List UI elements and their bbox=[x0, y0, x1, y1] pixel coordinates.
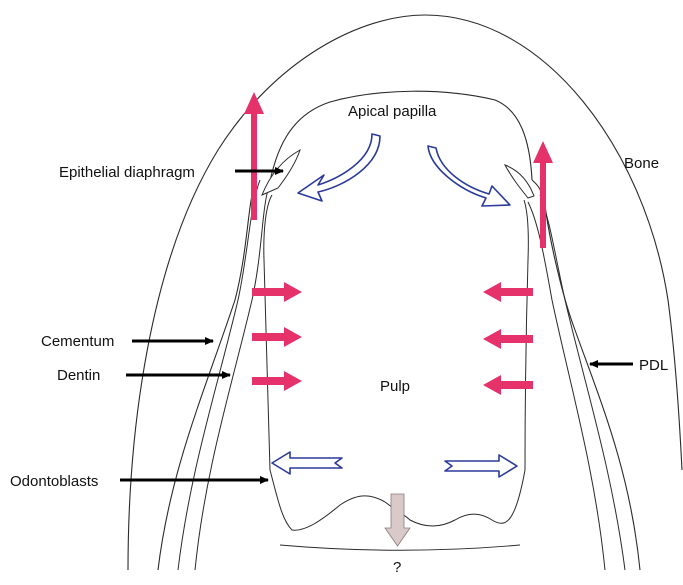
label-bone: Bone bbox=[624, 155, 659, 172]
pink-arrow-right-3 bbox=[252, 371, 302, 391]
root-outer-right bbox=[532, 180, 640, 570]
blue-arrow-right-pointing bbox=[445, 455, 517, 477]
label-pulp: Pulp bbox=[380, 378, 410, 395]
pink-arrow-left-1 bbox=[483, 282, 533, 302]
blue-curved-arrow-right bbox=[428, 146, 510, 206]
blue-arrow-left-pointing bbox=[272, 452, 342, 474]
label-pdl: PDL bbox=[639, 357, 668, 374]
label-odontoblasts: Odontoblasts bbox=[10, 473, 98, 490]
blue-curved-arrow-left bbox=[298, 134, 380, 201]
epithelial-flap-right bbox=[505, 165, 534, 198]
label-question: ? bbox=[393, 559, 401, 576]
odontoblast-line-left bbox=[264, 195, 272, 470]
growth-arrow-up-right bbox=[533, 141, 553, 248]
lower-floor-line bbox=[280, 545, 520, 550]
pink-arrow-right-2 bbox=[252, 327, 302, 347]
label-dentin: Dentin bbox=[57, 367, 100, 384]
label-epithelial-diaphragm: Epithelial diaphragm bbox=[59, 164, 195, 181]
pink-arrow-right-1 bbox=[252, 282, 302, 302]
growth-arrow-up-left bbox=[244, 92, 264, 220]
label-cementum: Cementum bbox=[41, 333, 114, 350]
pink-arrow-left-2 bbox=[483, 329, 533, 349]
root-outer-left bbox=[158, 185, 255, 570]
question-arrow-down bbox=[385, 494, 410, 546]
dentin-wall-right-2 bbox=[528, 202, 605, 570]
bone-outline bbox=[128, 15, 682, 570]
label-apical-papilla: Apical papilla bbox=[348, 103, 437, 120]
